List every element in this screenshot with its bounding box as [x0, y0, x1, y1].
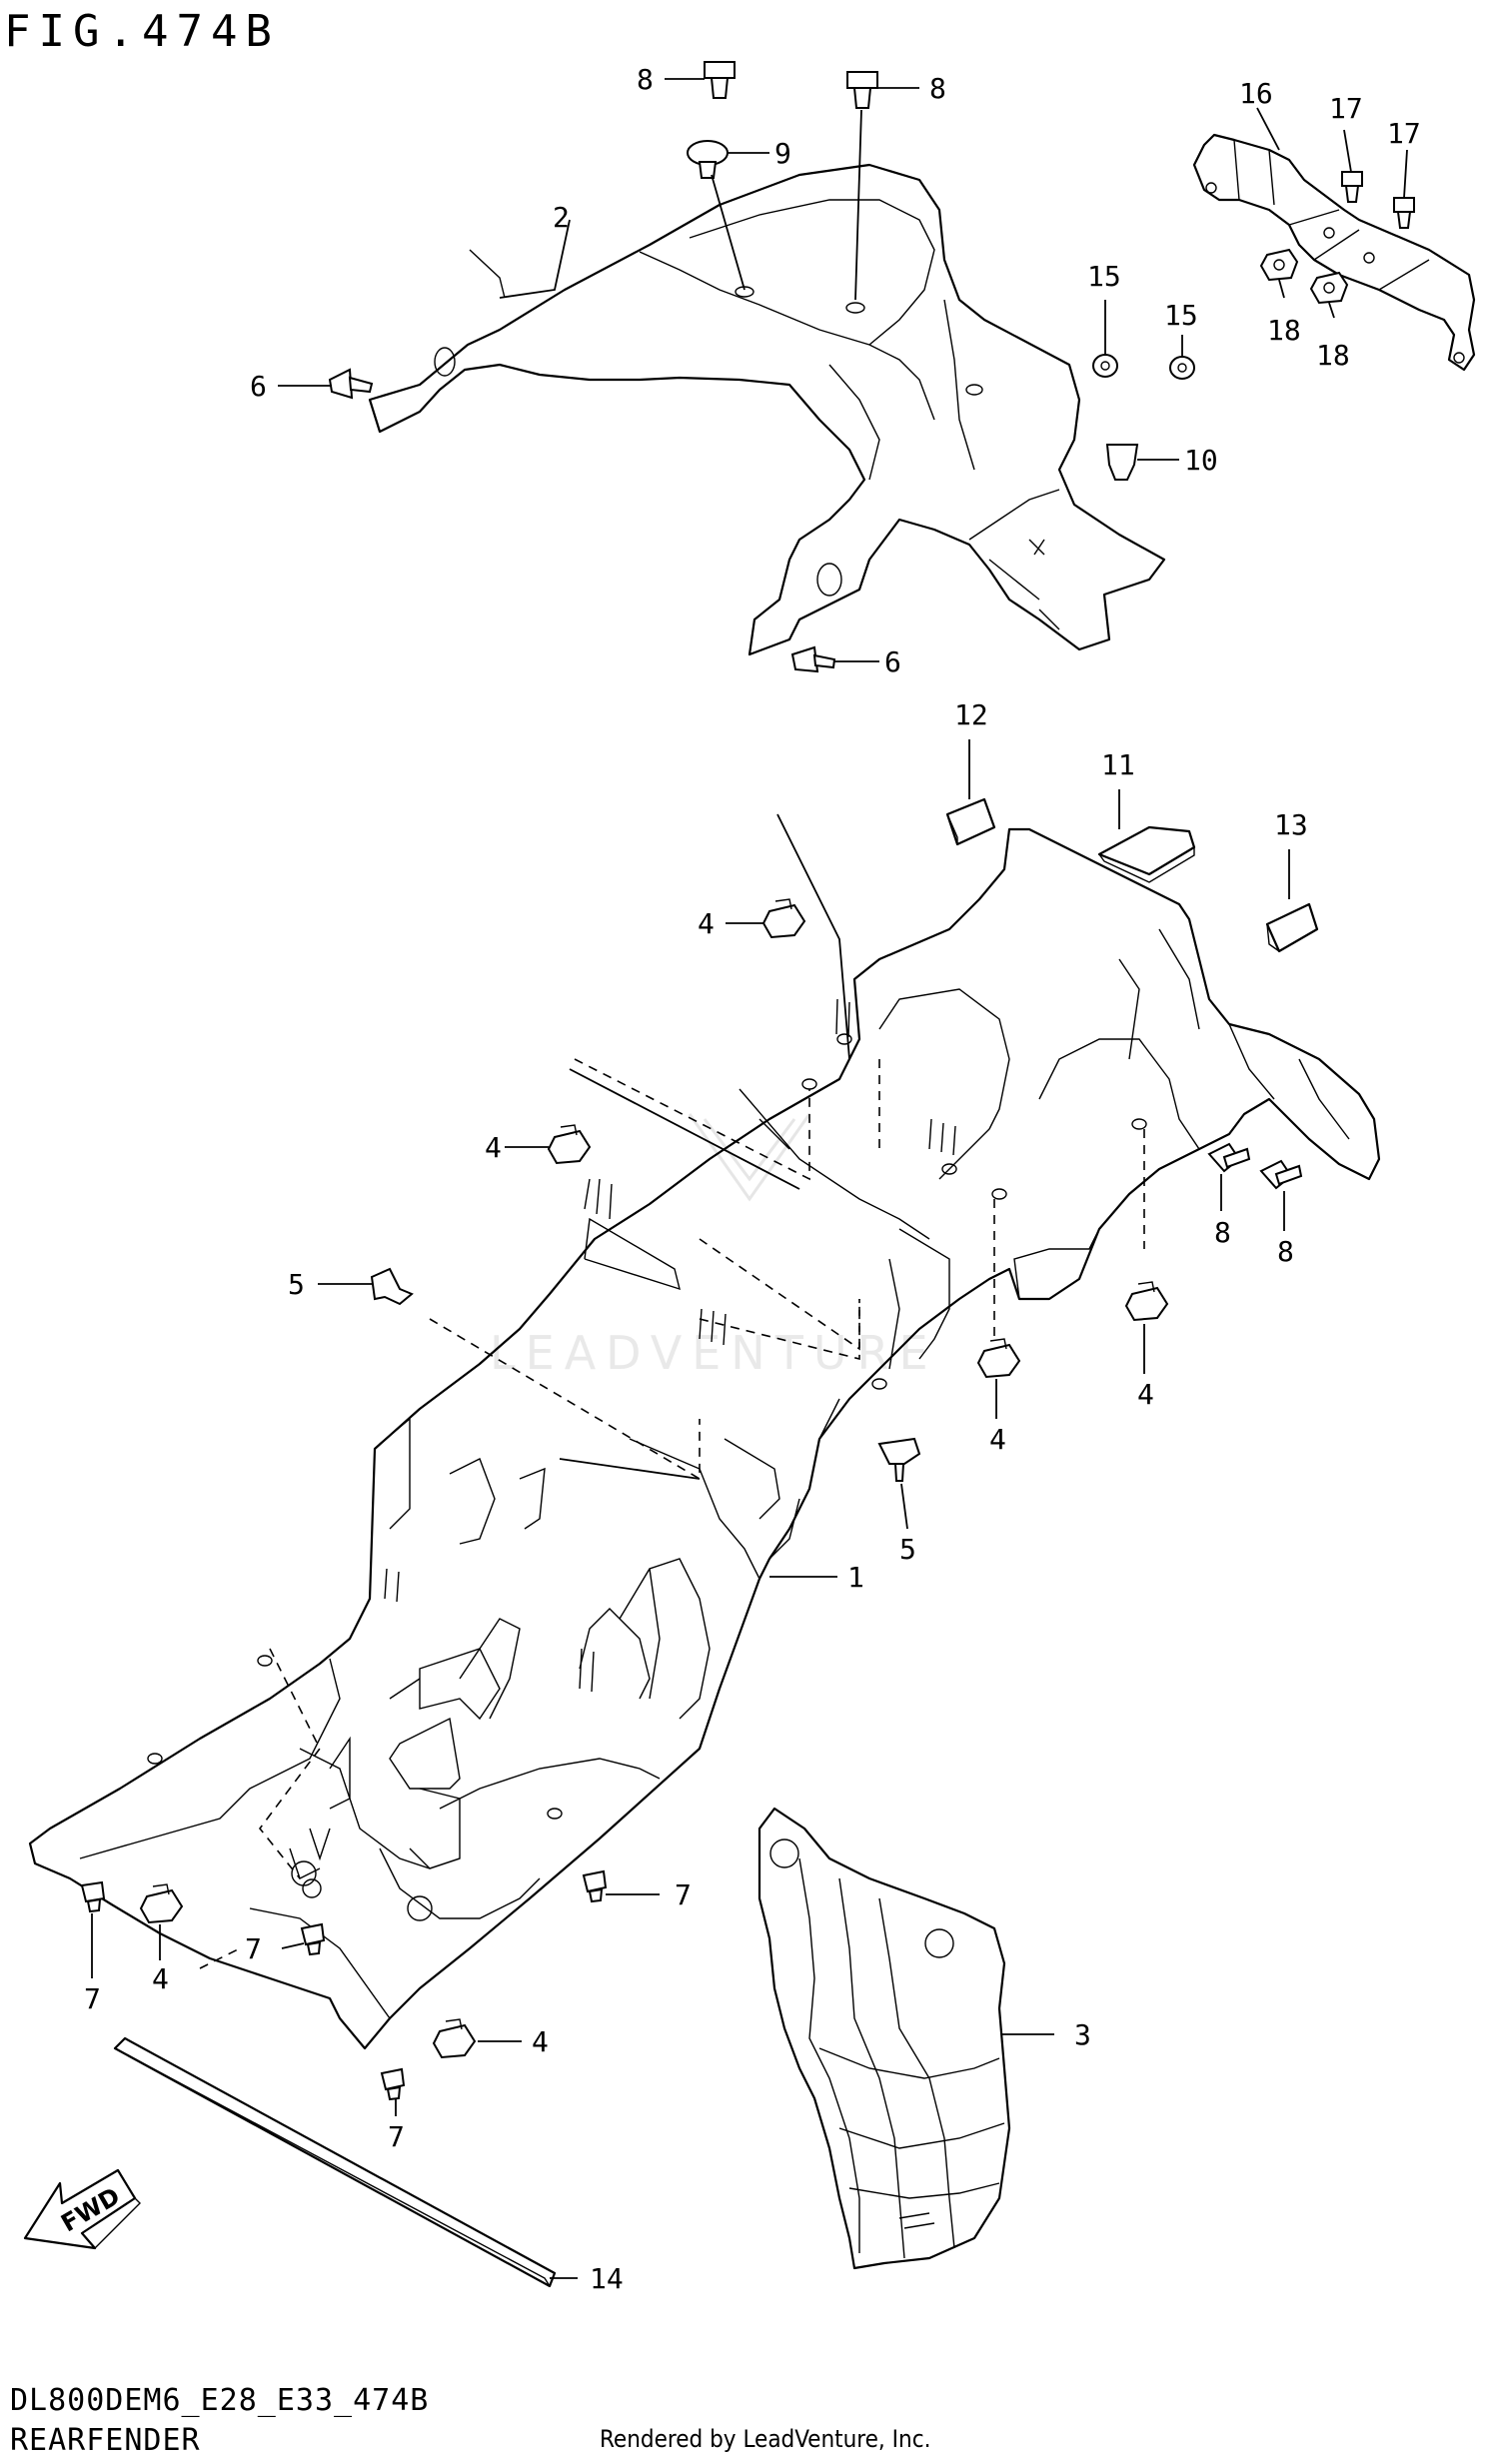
hardware-lower	[80, 898, 1303, 2101]
part-3-side-cover	[757, 1807, 1011, 2270]
washer-icon	[1092, 354, 1118, 378]
callout-6: 6	[884, 645, 901, 678]
nut-icon	[432, 2018, 477, 2059]
callout-4: 4	[1137, 1378, 1154, 1411]
model-code: DL800DEM6_E28_E33_474B	[10, 2383, 430, 2418]
screw-icon	[790, 645, 836, 673]
callout-leaders	[91, 78, 1408, 2279]
callout-17: 17	[1387, 117, 1421, 150]
callout-5: 5	[288, 1268, 305, 1301]
nut-icon	[1124, 1281, 1169, 1322]
fwd-direction-arrow: FWD	[23, 2168, 141, 2250]
callout-13: 13	[1274, 808, 1308, 841]
callout-7: 7	[84, 1982, 101, 2015]
callout-4: 4	[532, 2025, 549, 2058]
callout-17: 17	[1329, 92, 1363, 125]
part-14-strip	[113, 2036, 557, 2288]
part-16-bracket	[1192, 133, 1476, 372]
leadventure-watermark: LEADVENTURE	[490, 1113, 938, 1380]
part-13-pad	[1265, 902, 1319, 953]
callout-7: 7	[675, 1878, 692, 1911]
callouts: 8 8 9 2 6 6 15 15 10 16 17 17 18 18 12 1…	[84, 63, 1421, 2295]
clip-icon	[370, 1267, 414, 1306]
part-1-rear-fender	[28, 813, 1381, 2050]
bolt-icon	[1393, 197, 1415, 229]
bolt-icon	[1207, 1142, 1251, 1173]
small-bolt-icon	[380, 2067, 406, 2101]
small-bolt-icon	[80, 1880, 106, 1913]
small-bolt-icon	[582, 1869, 608, 1903]
callout-5: 5	[899, 1533, 916, 1566]
washer-icon	[1169, 356, 1195, 380]
bolt-icon	[1259, 1159, 1303, 1190]
callout-8: 8	[929, 72, 946, 105]
callout-1: 1	[847, 1561, 864, 1594]
callout-10: 10	[1184, 444, 1218, 477]
figure-title: FIG.474B	[4, 6, 280, 57]
callout-4: 4	[698, 907, 715, 940]
part-12-pad	[945, 797, 996, 846]
callout-4: 4	[989, 1423, 1006, 1456]
nut-icon	[761, 898, 806, 939]
callout-18: 18	[1316, 339, 1350, 372]
bolt-icon	[1341, 171, 1363, 203]
clip-icon	[877, 1437, 921, 1482]
callout-15: 15	[1087, 260, 1121, 293]
callout-2: 2	[553, 201, 570, 234]
hardware-upper	[328, 61, 1415, 673]
grommet-icon	[1105, 444, 1139, 481]
callout-4: 4	[152, 1962, 169, 1995]
part-11-pad	[1097, 825, 1196, 883]
callout-11: 11	[1101, 748, 1135, 781]
screw-icon	[328, 368, 374, 400]
callout-14: 14	[590, 2262, 624, 2295]
section-name: REARFENDER	[10, 2423, 201, 2458]
bolt-icon	[704, 61, 736, 99]
bolt-icon	[846, 71, 878, 109]
callout-6: 6	[250, 370, 267, 403]
nut-icon	[547, 1124, 592, 1165]
callout-3: 3	[1074, 2018, 1091, 2051]
callout-16: 16	[1239, 77, 1273, 110]
callout-8: 8	[1214, 1216, 1231, 1249]
small-bolt-icon	[300, 1922, 326, 1956]
nut-icon	[1259, 248, 1299, 282]
nut-icon	[1309, 271, 1349, 305]
callout-8: 8	[637, 63, 654, 96]
callout-9: 9	[774, 137, 791, 170]
callout-8: 8	[1277, 1235, 1294, 1268]
rendered-by-credit: Rendered by LeadVenture, Inc.	[600, 2425, 931, 2453]
callout-7: 7	[388, 2120, 405, 2153]
nut-icon	[976, 1338, 1021, 1379]
svg-text:LEADVENTURE: LEADVENTURE	[490, 1326, 938, 1380]
callout-4: 4	[485, 1131, 502, 1164]
callout-7: 7	[245, 1932, 262, 1965]
part-2-upper-fender	[368, 163, 1166, 656]
callout-15: 15	[1164, 299, 1198, 332]
callout-18: 18	[1267, 314, 1301, 347]
clip-icon	[687, 140, 729, 179]
callout-12: 12	[954, 698, 988, 731]
nut-icon	[139, 1883, 184, 1924]
